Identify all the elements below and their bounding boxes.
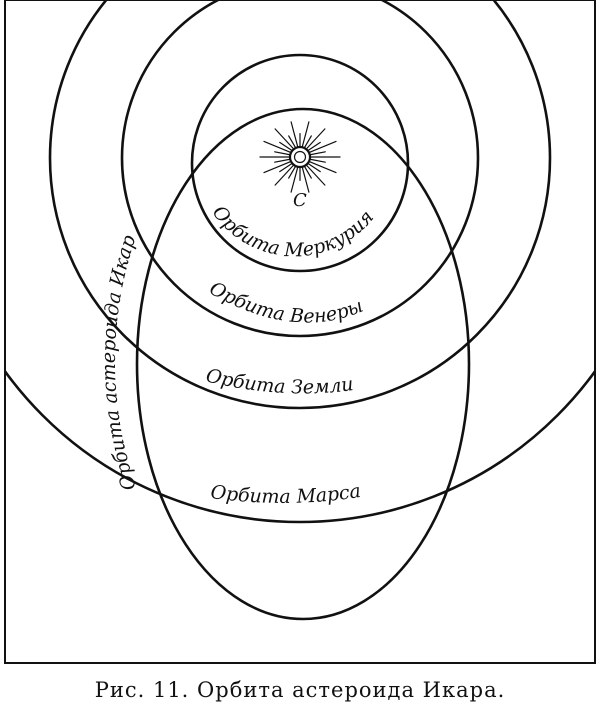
venus-orbit [120,0,480,338]
figure-frame [4,0,596,664]
mercury-orbit [190,53,410,273]
mars-orbit [5,368,595,524]
icarus-orbit-label: Орбита астероида Икар [98,232,141,493]
earth-orbit [48,0,552,410]
icarus-orbit [135,107,471,621]
earth-orbit-label: Орбита Земли [204,365,355,399]
sun-label: С [293,190,307,211]
mars-orbit-label: Орбита Марса [209,480,362,508]
figure-caption: Рис. 11. Орбита астероида Икара. [94,678,506,702]
venus-orbit-label: Орбита Венеры [206,277,366,327]
sun-icon [259,121,341,193]
